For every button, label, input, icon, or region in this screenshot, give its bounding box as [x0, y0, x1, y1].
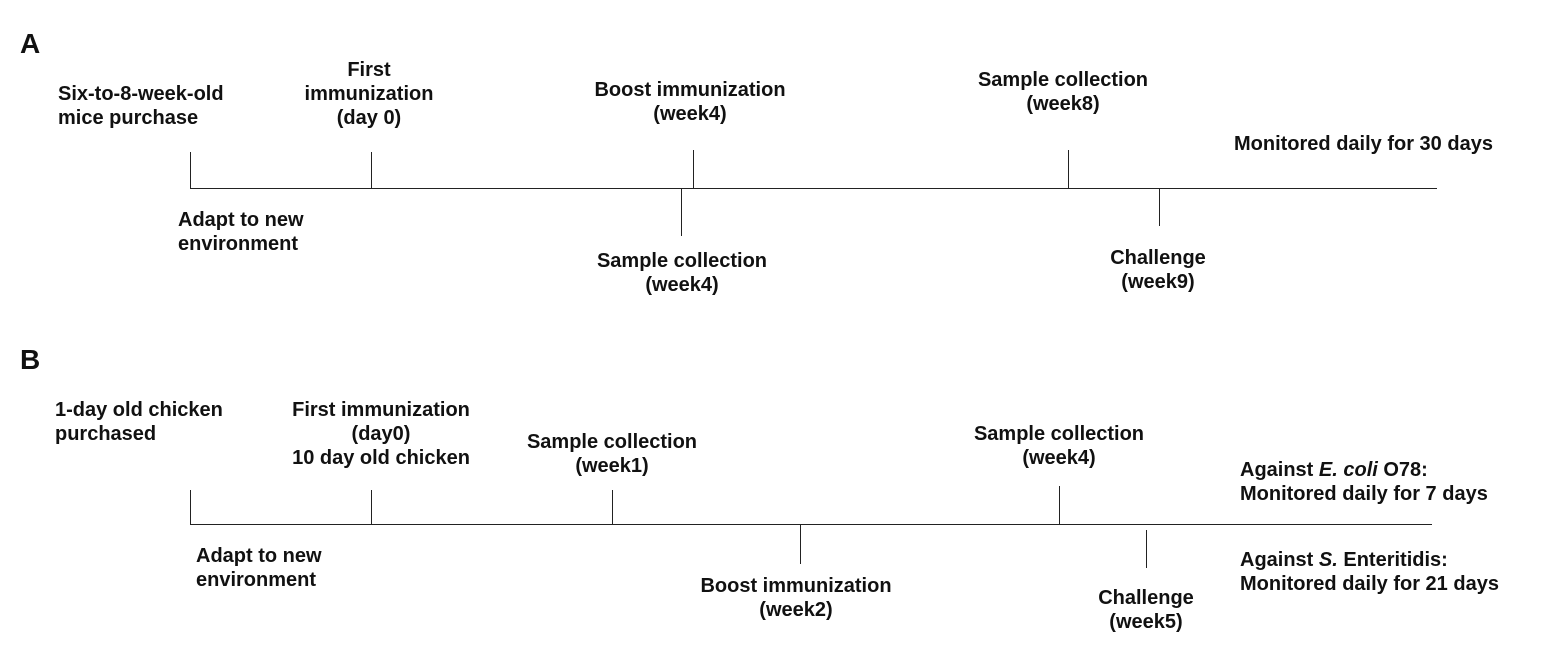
panel-b-challenge-label: Challenge (week5) — [1098, 587, 1194, 633]
panel-a-tick-boost-immunization — [693, 150, 694, 188]
se-organism: S. — [1318, 549, 1338, 571]
panel-a-adapt-label: Adapt to new environment — [178, 209, 304, 255]
panel-a-sample-collection-week4-label: Sample collection (week4) — [596, 250, 768, 296]
panel-b-tick-sample-collection-week1 — [612, 490, 613, 524]
panel-b-boost-immunization-label: Boost immunization (week2) — [700, 575, 892, 621]
panel-b-tick-sample-collection-week4 — [1059, 486, 1060, 524]
panel-b-sample-collection-week4-label: Sample collection (week4) — [973, 423, 1145, 469]
ecoli-organism: E. coli — [1318, 459, 1378, 481]
panel-a-tick-challenge — [1159, 188, 1160, 226]
panel-b-against-se-label: Against S. Enteritidis: Monitored daily … — [1240, 549, 1499, 595]
panel-a-tick-first-immunization — [371, 152, 372, 188]
panel-a-boost-immunization-label: Boost immunization (week4) — [594, 79, 786, 125]
panel-b-first-immunization-label: First immunization (day0) 10 day old chi… — [292, 399, 470, 469]
panel-b-purchase-label: 1-day old chicken purchased — [55, 399, 223, 445]
panel-a-first-immunization-label: First immunization (day 0) — [304, 59, 434, 129]
panel-b-against-ecoli-label: Against E. coli O78: Monitored daily for… — [1240, 459, 1488, 505]
panel-a-tick-purchase — [190, 152, 191, 188]
panel-a-purchase-label: Six-to-8-week-old mice purchase — [58, 83, 224, 129]
panel-a-monitored-label: Monitored daily for 30 days — [1234, 133, 1493, 155]
panel-a-challenge-label: Challenge (week9) — [1110, 247, 1206, 293]
panel-b-sample-collection-week1-label: Sample collection (week1) — [526, 431, 698, 477]
panel-a-tick-sample-collection-week8 — [1068, 150, 1069, 188]
panel-b-tick-first-immunization — [371, 490, 372, 524]
panel-a-tick-sample-collection-week4 — [681, 188, 682, 236]
panel-a-sample-collection-week8-label: Sample collection (week8) — [977, 69, 1149, 115]
panel-b-letter: B — [20, 344, 41, 375]
panel-b-tick-boost-immunization — [800, 524, 801, 564]
panel-b-timeline — [190, 524, 1432, 525]
panel-b-tick-purchase — [190, 490, 191, 524]
panel-a-timeline — [190, 188, 1437, 189]
panel-a-letter: A — [20, 28, 41, 59]
panel-b-adapt-label: Adapt to new environment — [196, 545, 322, 591]
panel-b-tick-challenge — [1146, 530, 1147, 568]
